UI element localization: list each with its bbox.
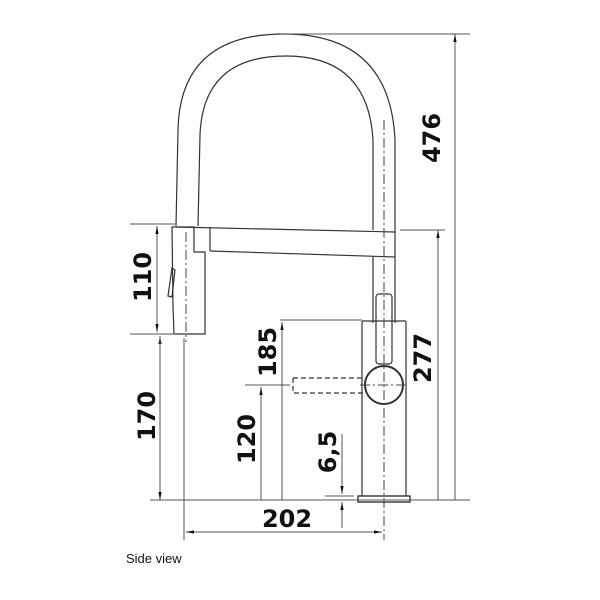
- dim-spout-height: 277: [409, 333, 437, 383]
- center-lines: [185, 120, 408, 540]
- dim-lever-axis-height: 120: [233, 414, 261, 464]
- faucet-body: [167, 33, 411, 503]
- dim-lever-height: 185: [254, 327, 282, 377]
- dim-overall-height: 476: [418, 113, 446, 163]
- dim-base-thickness: 6,5: [314, 431, 342, 474]
- dimension-lines: [130, 33, 470, 540]
- dim-spray-head-clearance: 170: [133, 391, 161, 441]
- dim-spray-head-length: 110: [129, 252, 157, 302]
- dim-reach: 202: [262, 505, 312, 533]
- view-caption: Side view: [126, 551, 182, 566]
